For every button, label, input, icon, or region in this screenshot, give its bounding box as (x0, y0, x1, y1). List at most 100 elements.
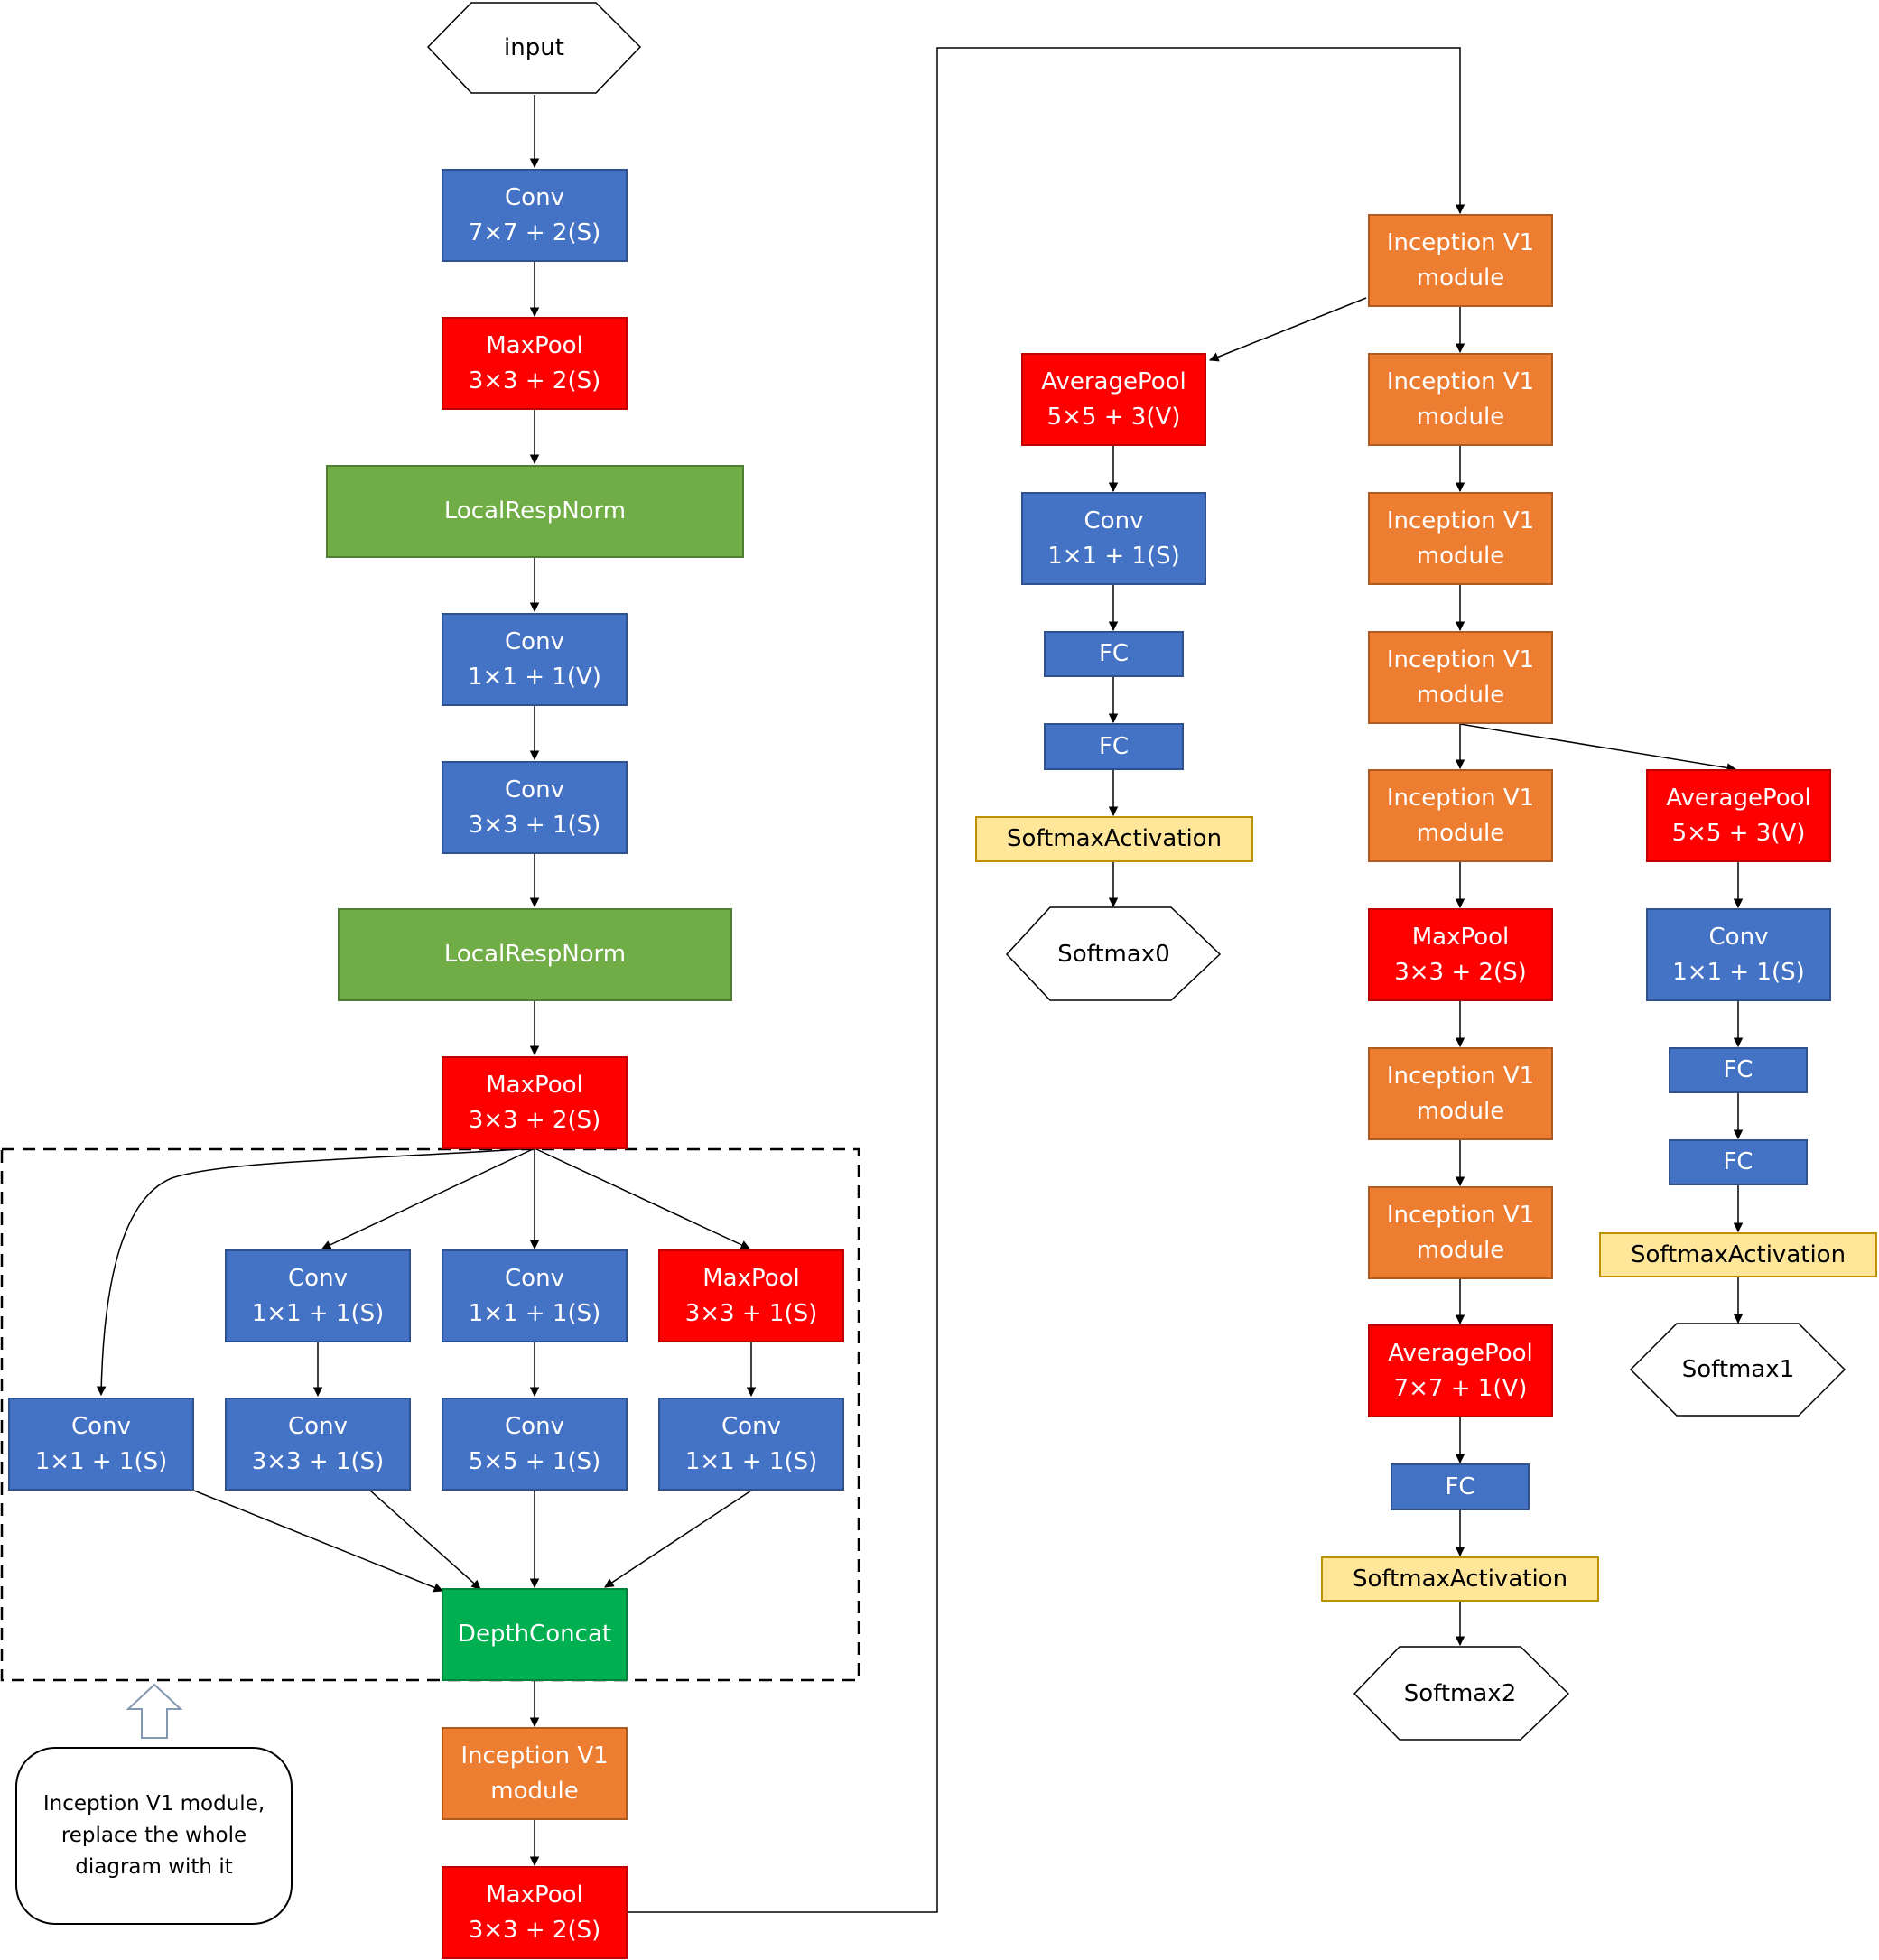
aux1-softmax-activation-node: SoftmaxActivation (1599, 1232, 1877, 1277)
arrow-split-to-branch-1x1 (96, 1147, 535, 1397)
arrow-branch1x1-to-concat (193, 1490, 443, 1593)
param: 1×1 + 1(S) (34, 1447, 168, 1475)
branch-pool-proj-node: Conv 1×1 + 1(S) (658, 1398, 844, 1491)
branch-pool-proj-text: Conv 1×1 + 1(S) (685, 1409, 818, 1480)
op: Conv (1084, 506, 1144, 534)
op: Conv (505, 183, 564, 211)
maxpool-2-text: MaxPool 3×3 + 2(S) (469, 1068, 601, 1138)
param: 5×5 + 3(V) (1671, 819, 1806, 847)
aux0-fc-1-node: FC (1044, 631, 1184, 677)
input-hexagon (426, 2, 642, 94)
softmax2-hexagon (1353, 1646, 1570, 1741)
inception-module-1-node: Inception V1 module (1368, 214, 1553, 307)
aux0-softmax-activation-node: SoftmaxActivation (975, 816, 1253, 862)
hexagon-shapes (426, 2, 1846, 1741)
final-avgpool-text: AveragePool 7×7 + 1(V) (1388, 1336, 1533, 1407)
inception-module-3-node: Inception V1 module (1368, 492, 1553, 585)
op: Conv (505, 776, 564, 804)
conv-3x3-node: Conv 3×3 + 1(S) (442, 761, 628, 854)
inception-module-7-node: Inception V1 module (1368, 1186, 1553, 1279)
branch-1x1-node: Conv 1×1 + 1(S) (8, 1398, 194, 1491)
param: 3×3 + 1(S) (251, 1447, 385, 1475)
maxpool-1-text: MaxPool 3×3 + 2(S) (469, 329, 601, 399)
final-fc-node: FC (1391, 1463, 1530, 1510)
aux1-avgpool-node: AveragePool 5×5 + 3(V) (1646, 769, 1831, 862)
branch-pool-text: MaxPool 3×3 + 1(S) (685, 1261, 818, 1332)
inception-module-dashed-boundary (0, 1147, 860, 1682)
op: MaxPool (486, 1881, 583, 1909)
maxpool-3-node: MaxPool 3×3 + 2(S) (442, 1866, 628, 1959)
param: 1×1 + 1(V) (468, 663, 601, 691)
softmax0-label: Softmax0 (1057, 940, 1170, 968)
param: 1×1 + 1(S) (684, 1447, 818, 1475)
op: MaxPool (486, 1071, 583, 1099)
inception-module-4-node: Inception V1 module (1368, 631, 1553, 724)
arrow-maxpool-to-column2 (628, 47, 1465, 1913)
input-label: input (504, 33, 564, 61)
arrow-proj-to-concat (604, 1490, 752, 1588)
op: Conv (288, 1264, 348, 1292)
op: Conv (505, 627, 564, 655)
final-avgpool-node: AveragePool 7×7 + 1(V) (1368, 1324, 1553, 1417)
op: AveragePool (1388, 1339, 1533, 1367)
param: 5×5 + 3(V) (1046, 403, 1181, 431)
op: MaxPool (702, 1264, 800, 1292)
branch-5x5-text: Conv 5×5 + 1(S) (469, 1409, 601, 1480)
op: Conv (505, 1264, 564, 1292)
branch-reduce-5x5-node: Conv 1×1 + 1(S) (442, 1249, 628, 1342)
branch-5x5-node: Conv 5×5 + 1(S) (442, 1398, 628, 1491)
inception-note-callout: Inception V1 module, replace the whole d… (15, 1747, 293, 1925)
aux1-fc-2-node: FC (1669, 1139, 1808, 1185)
op: Conv (505, 1412, 564, 1440)
softmax1-label: Softmax1 (1681, 1355, 1795, 1383)
branch-reduce-5x5-text: Conv 1×1 + 1(S) (469, 1261, 601, 1332)
param: 1×1 + 1(S) (468, 1299, 601, 1327)
branch-3x3-node: Conv 3×3 + 1(S) (225, 1398, 411, 1491)
conv-3x3-text: Conv 3×3 + 1(S) (469, 773, 601, 843)
conv-1x1-v-text: Conv 1×1 + 1(V) (468, 625, 601, 695)
aux0-fc-2-node: FC (1044, 723, 1184, 770)
op: MaxPool (1411, 923, 1510, 951)
op: AveragePool (1666, 784, 1811, 812)
arrow-m1-to-aux0 (1209, 297, 1367, 362)
inception-module-5-node: Inception V1 module (1368, 769, 1553, 862)
localrespnorm-1-node: LocalRespNorm (326, 465, 744, 558)
maxpool-3-text: MaxPool 3×3 + 2(S) (469, 1878, 601, 1948)
op: Conv (721, 1412, 781, 1440)
param: 3×3 + 1(S) (684, 1299, 818, 1327)
param: 3×3 + 1(S) (468, 811, 601, 839)
op: MaxPool (486, 331, 583, 359)
final-softmax-activation-node: SoftmaxActivation (1321, 1556, 1599, 1602)
inception-module-2-node: Inception V1 module (1368, 353, 1553, 446)
param: 3×3 + 2(S) (468, 1106, 601, 1134)
op: Conv (71, 1412, 131, 1440)
maxpool-1-node: MaxPool 3×3 + 2(S) (442, 317, 628, 410)
depthconcat-node: DepthConcat (442, 1588, 628, 1681)
softmax1-hexagon (1629, 1323, 1846, 1417)
op: Conv (288, 1412, 348, 1440)
param: 3×3 + 2(S) (468, 367, 601, 395)
softmax2-label: Softmax2 (1403, 1679, 1517, 1707)
up-arrow-icon (126, 1683, 183, 1739)
param: 5×5 + 1(S) (468, 1447, 601, 1475)
arrow-split-to-reduce-3x3 (321, 1147, 535, 1249)
param: 3×3 + 2(S) (468, 1916, 601, 1944)
branch-3x3-text: Conv 3×3 + 1(S) (252, 1409, 385, 1480)
arrow-m4-to-aux1 (1459, 723, 1737, 773)
param: 3×3 + 2(S) (1394, 958, 1527, 986)
conv-1x1-v-node: Conv 1×1 + 1(V) (442, 613, 628, 706)
param: 7×7 + 1(V) (1393, 1374, 1528, 1402)
aux1-fc-1-node: FC (1669, 1047, 1808, 1093)
